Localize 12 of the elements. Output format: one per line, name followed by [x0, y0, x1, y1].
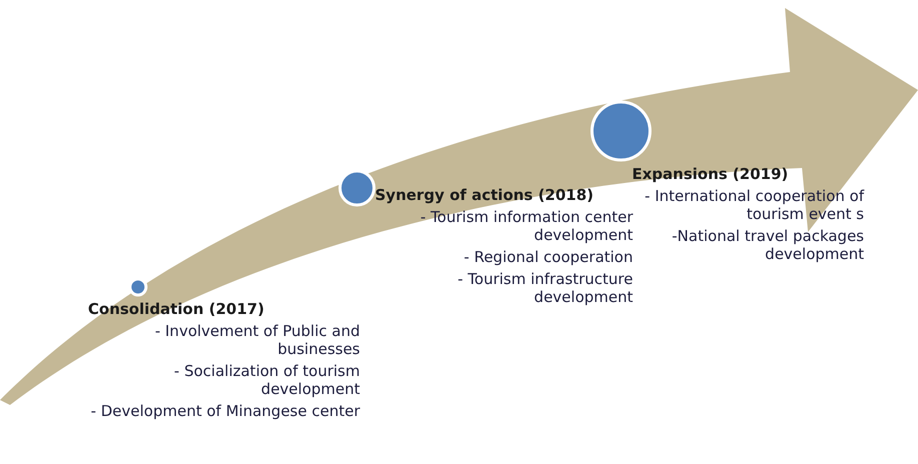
milestone-dot — [590, 100, 652, 162]
bullet-text: - Socialization of tourism development — [173, 362, 360, 398]
bullet-text: - Regional cooperation — [462, 248, 633, 266]
bullet-text: - Development of Minangese center — [90, 402, 360, 420]
stage-heading: Synergy of actions (2018) — [375, 186, 595, 204]
bullet-text: - Involvement of Public and businesses — [154, 322, 360, 358]
bullet-text: - International cooperation of tourism event s — [644, 187, 864, 223]
milestone-dot — [128, 278, 148, 296]
milestone-dot — [338, 170, 376, 206]
bullet-text: -National travel packages development — [670, 227, 864, 263]
bullet-text: - Tourism information center development — [419, 208, 633, 244]
bullet-text: - Tourism infrastructure development — [456, 270, 633, 306]
